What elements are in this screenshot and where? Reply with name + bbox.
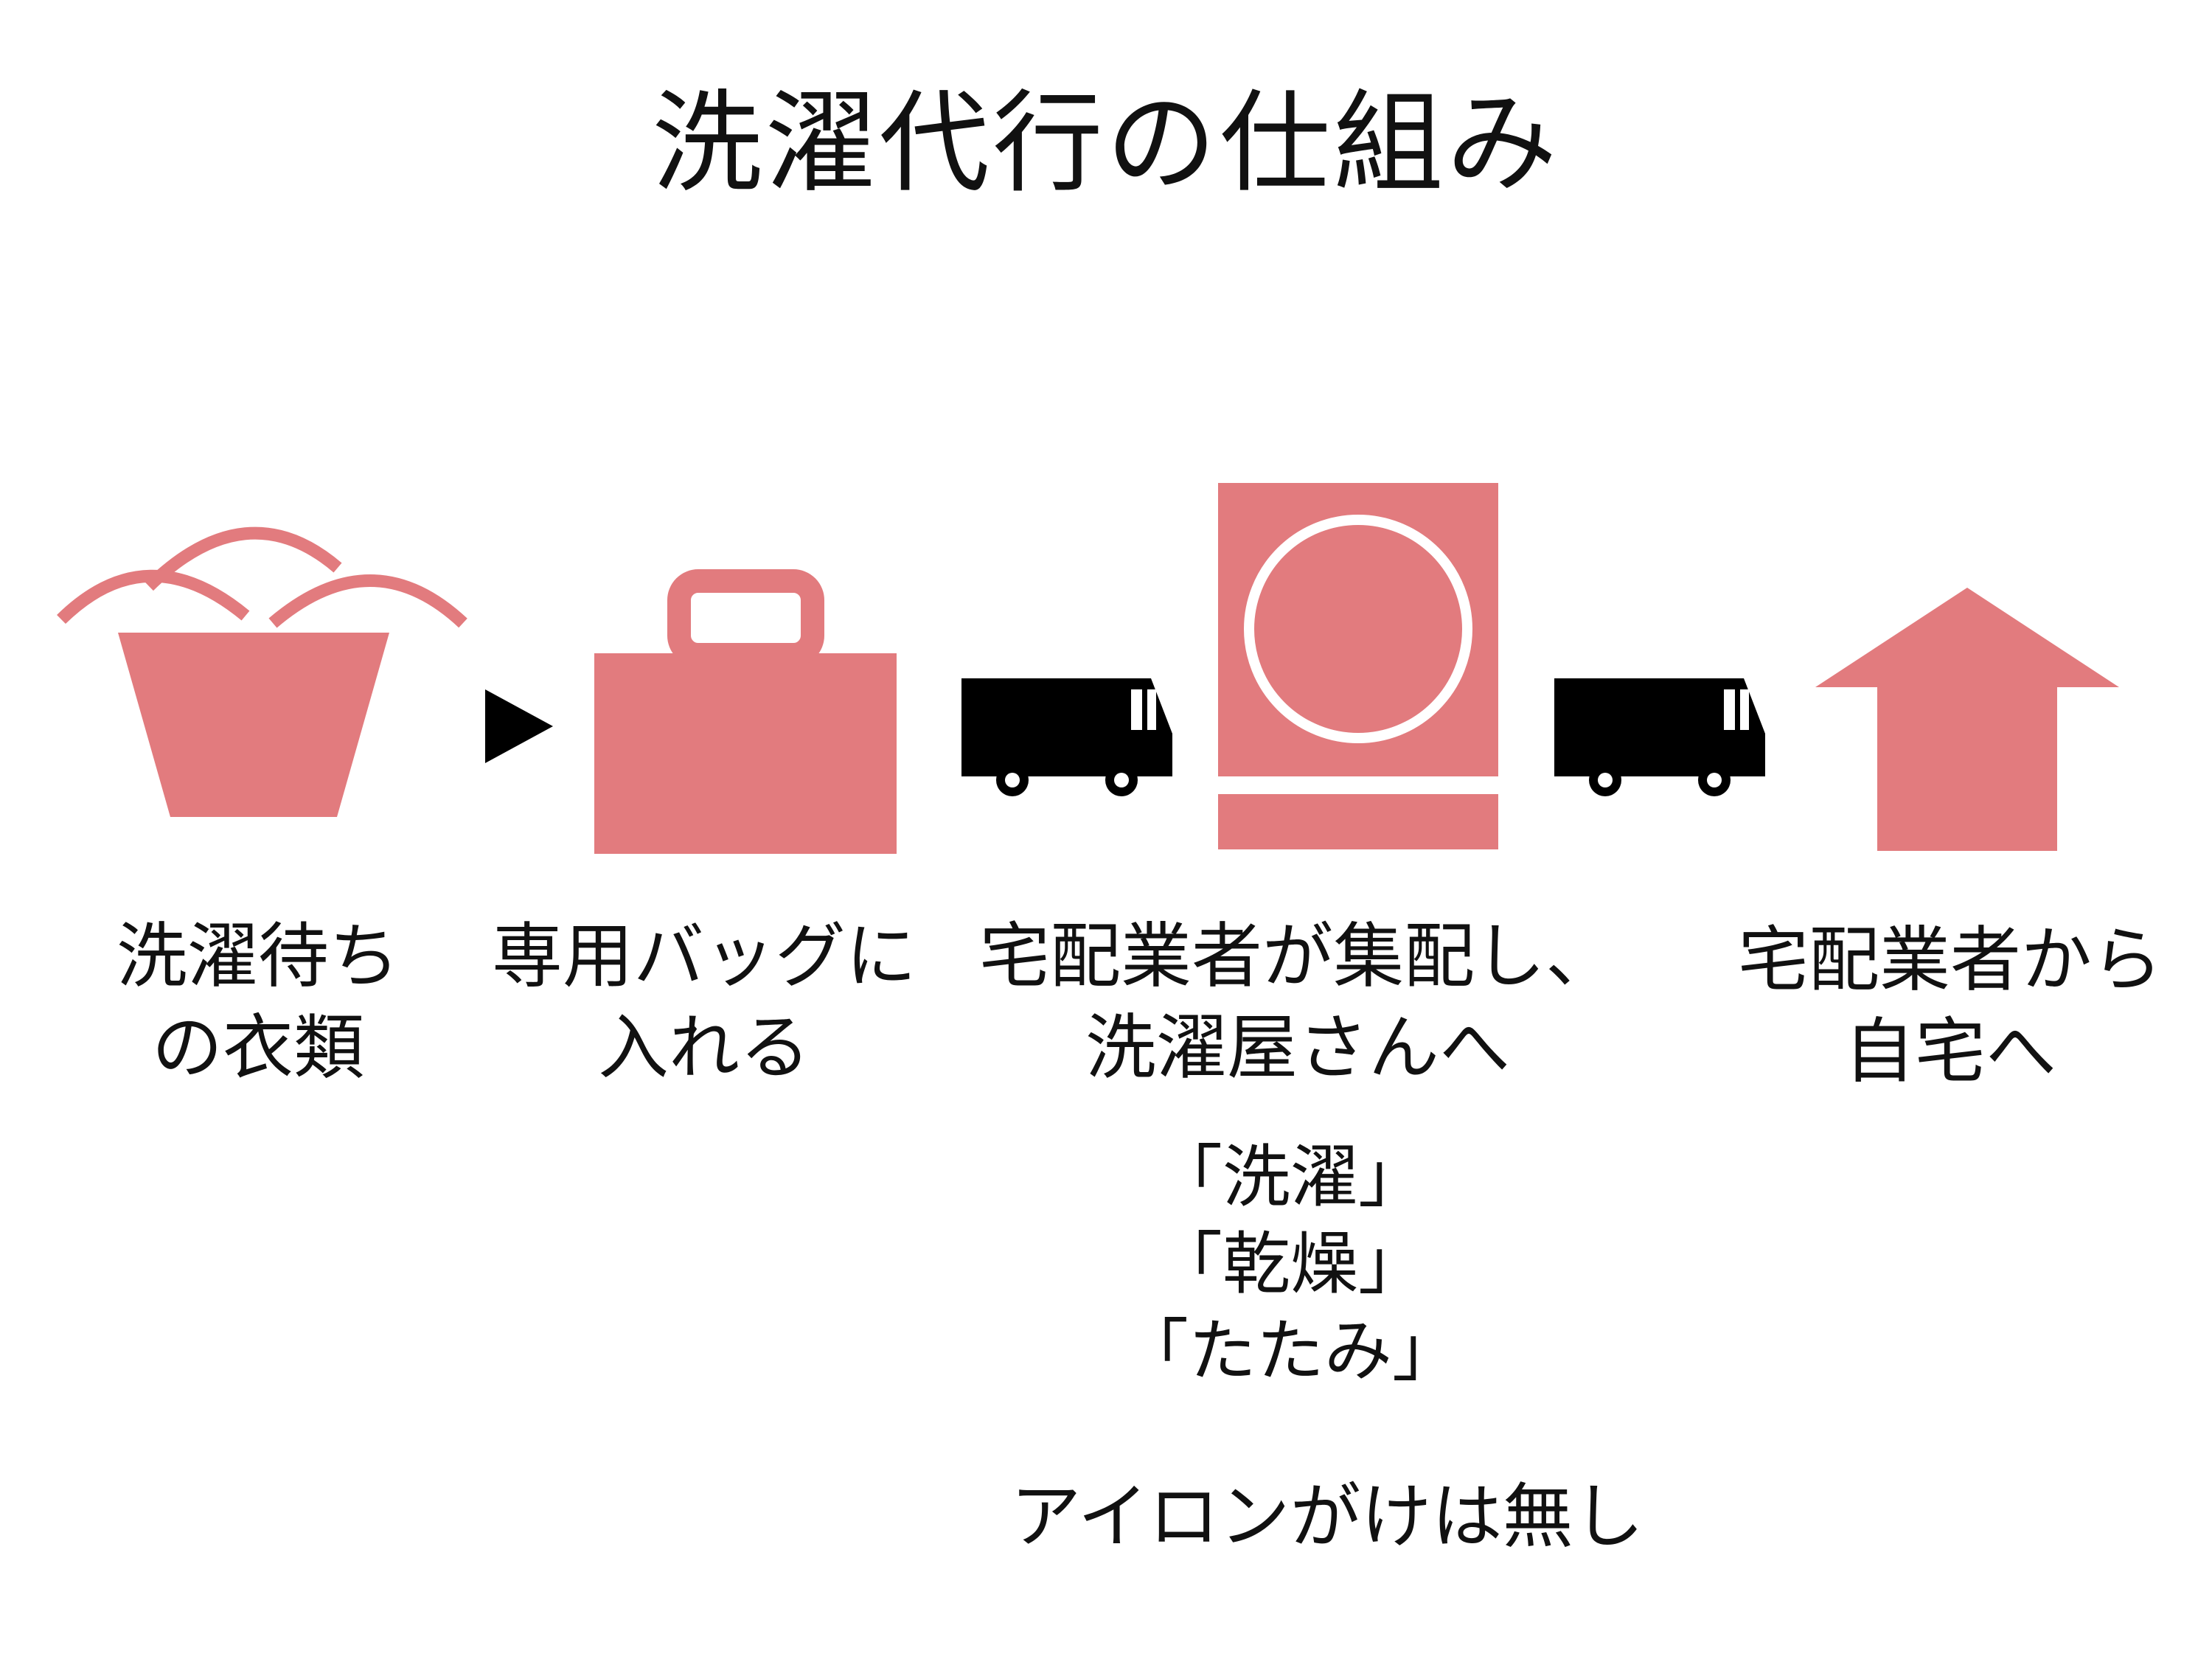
process-note-folding: 「たたみ」: [1120, 1312, 1460, 1391]
laundry-basket-icon: [57, 526, 467, 817]
washing-machine-icon: [1218, 483, 1498, 849]
house-icon: [1815, 588, 2119, 851]
truck-icon: [961, 678, 1172, 796]
process-note-washing: 「洗濯」: [1154, 1138, 1426, 1217]
page-title: 洗濯代行の仕組み: [651, 80, 1560, 208]
truck-icon: [1554, 678, 1765, 796]
step-label-delivery-home: 宅配業者から 自宅へ: [1738, 919, 2163, 1093]
step-label-laundry: 洗濯待ち の衣類: [116, 915, 400, 1089]
bag-icon: [594, 569, 897, 854]
process-notes: 「洗濯」 「乾燥」 「たたみ」: [1025, 1134, 1556, 1395]
step-label-bag: 専用バッグに 入れる: [492, 915, 917, 1089]
exception-note: アイロンがけは無し: [1010, 1475, 1644, 1558]
step-label-delivery-to-laundry: 宅配業者が集配し、 洗濯屋さんへ: [979, 915, 1616, 1089]
arrow-right-icon: [485, 689, 553, 763]
process-note-drying: 「乾燥」: [1154, 1225, 1426, 1304]
